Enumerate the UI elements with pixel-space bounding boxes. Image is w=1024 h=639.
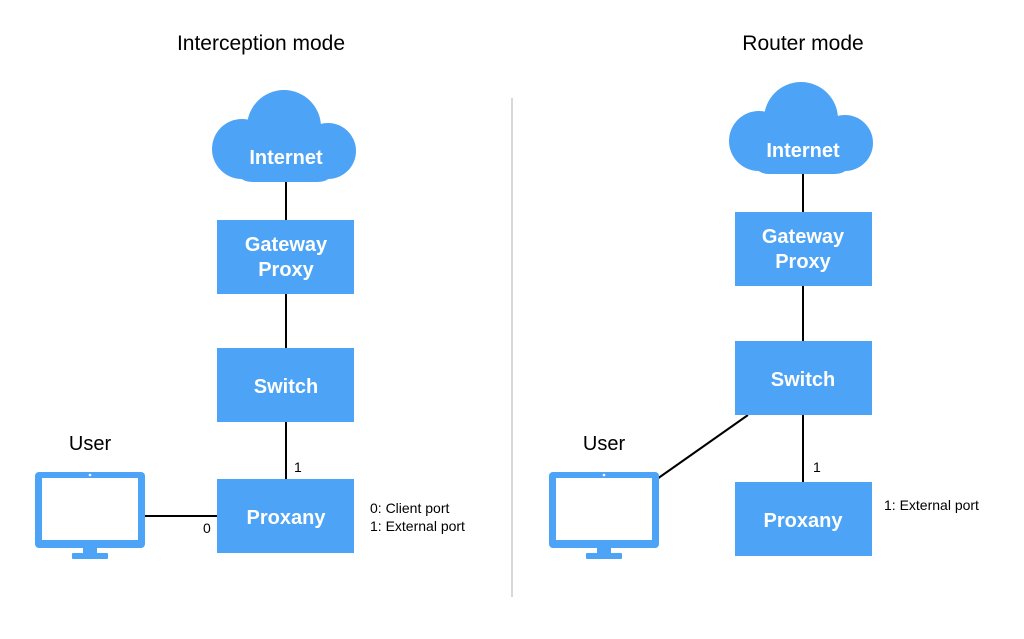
cloud-icon: Internet	[729, 82, 873, 174]
gateway-label: Gateway	[245, 234, 328, 256]
port-legend-line-1: 0: Client port	[370, 500, 449, 516]
proxany-box: Proxany	[735, 482, 872, 556]
gateway-proxy-box: Gateway Proxy	[735, 212, 872, 286]
interception-mode-panel: Interception mode Internet Gateway Proxy…	[35, 32, 465, 559]
port-0-label: 0	[203, 520, 211, 536]
cloud-icon: Internet	[212, 90, 356, 182]
internet-label: Internet	[249, 147, 323, 169]
switch-label: Switch	[771, 369, 835, 391]
router-mode-panel: Router mode Internet Gateway Proxy Switc…	[549, 32, 979, 559]
port-1-label: 1	[813, 459, 821, 475]
monitor-icon	[549, 472, 659, 559]
user-label: User	[583, 433, 626, 455]
monitor-icon	[35, 472, 145, 559]
user-label: User	[69, 433, 112, 455]
switch-label: Switch	[254, 376, 318, 398]
gateway-proxy-box: Gateway Proxy	[217, 220, 354, 294]
port-legend-line-2: 1: External port	[370, 518, 465, 534]
proxany-label: Proxany	[764, 510, 844, 532]
proxany-box: Proxany	[217, 479, 354, 553]
proxy-label: Proxy	[258, 259, 314, 281]
gateway-label: Gateway	[762, 226, 845, 248]
link-user-switch	[656, 414, 749, 480]
proxy-label: Proxy	[775, 251, 831, 273]
internet-label: Internet	[766, 140, 840, 162]
router-mode-title: Router mode	[742, 32, 863, 55]
switch-box: Switch	[217, 348, 354, 422]
switch-box: Switch	[735, 341, 872, 415]
proxany-label: Proxany	[247, 507, 327, 529]
port-legend-line-1: 1: External port	[884, 497, 979, 513]
interception-mode-title: Interception mode	[177, 32, 345, 55]
port-1-label: 1	[294, 459, 302, 475]
